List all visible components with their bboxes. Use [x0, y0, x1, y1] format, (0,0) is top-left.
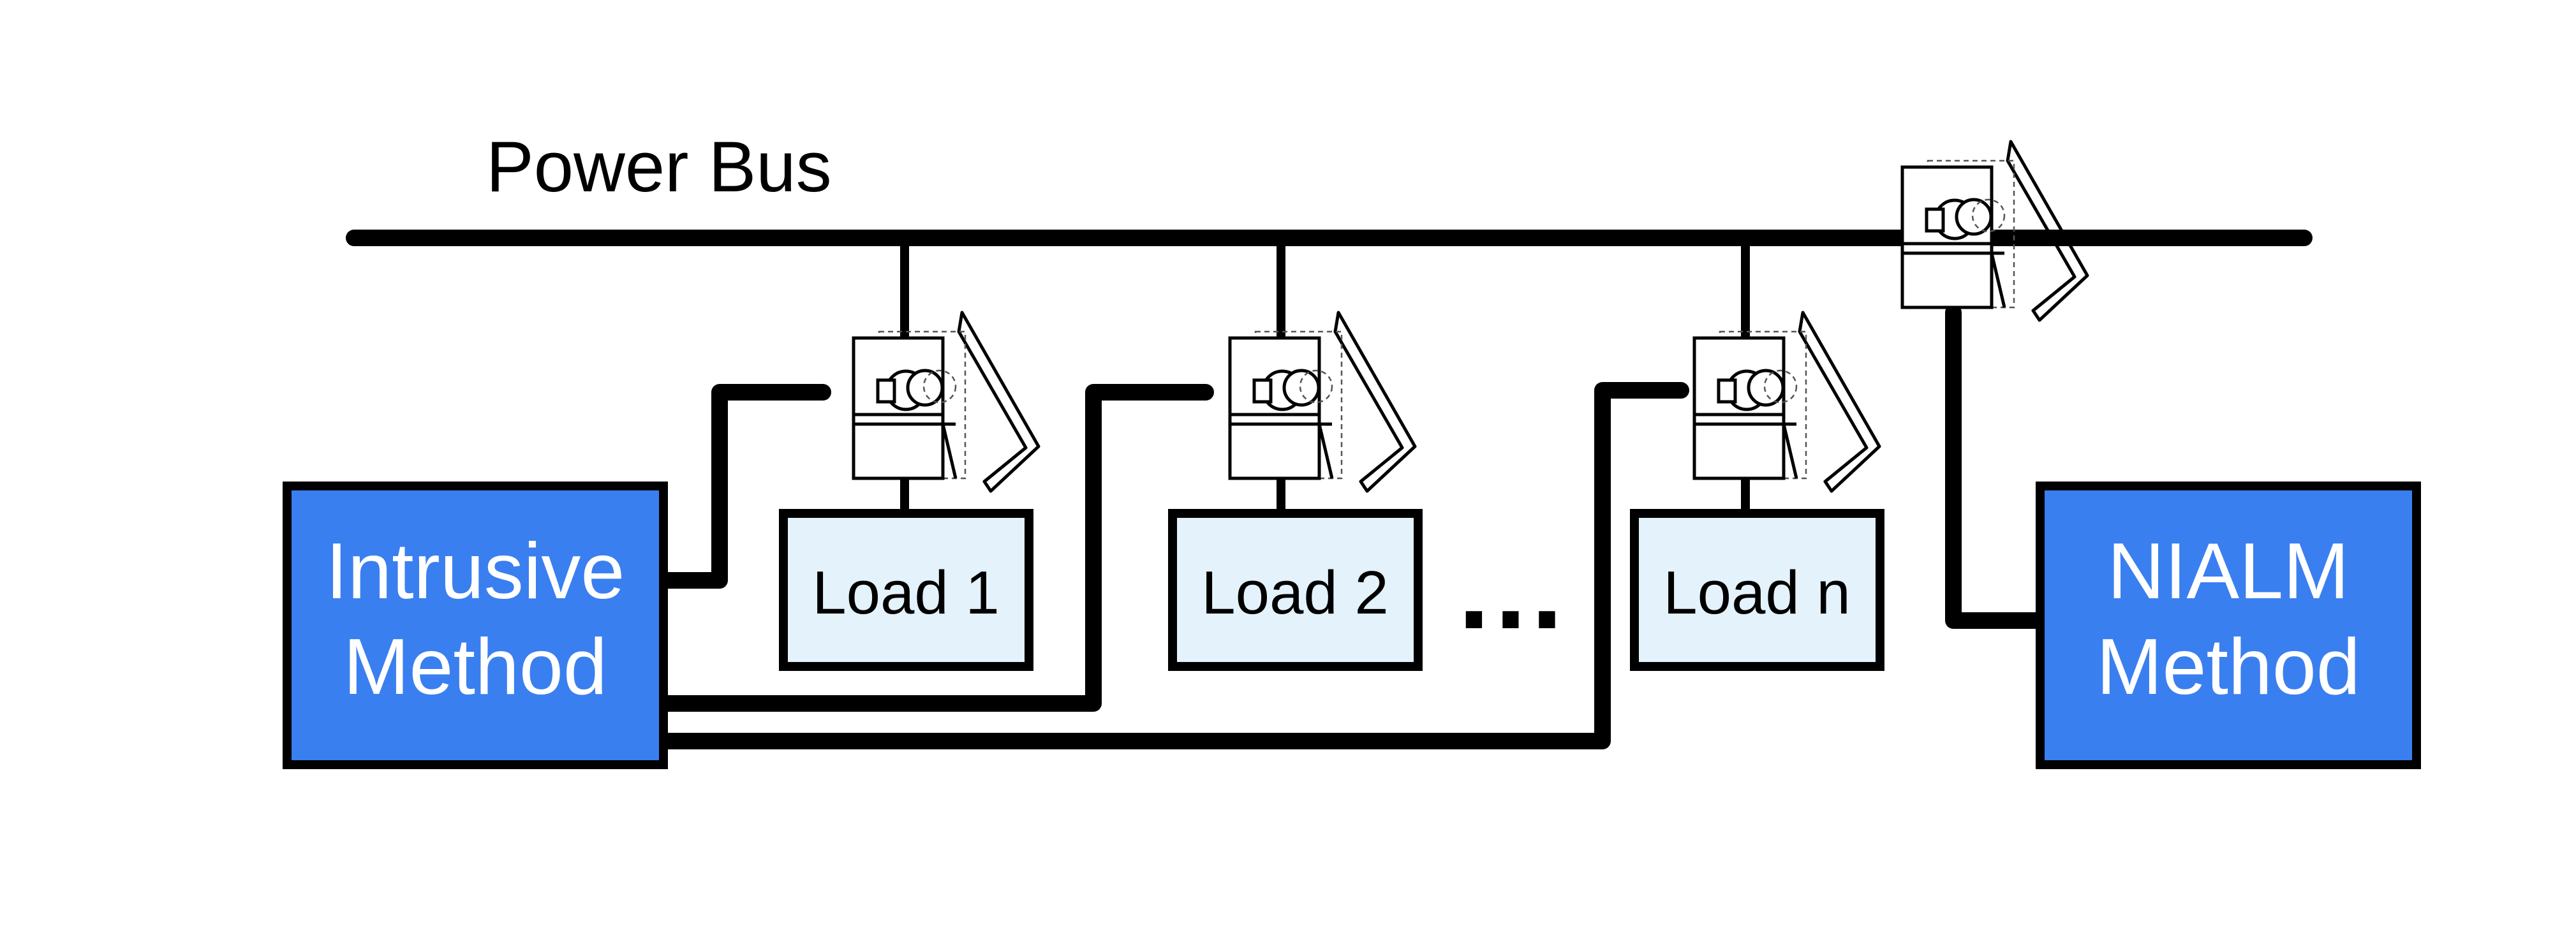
load-n-label: Load n — [1663, 559, 1851, 627]
clamp-sensor-icon — [1694, 313, 1879, 491]
load-ellipsis: … — [1453, 525, 1568, 653]
nialm-method-line1: NIALM — [2108, 527, 2350, 615]
nialm-method-rect — [2036, 482, 2421, 769]
load-n-rect — [1630, 509, 1884, 671]
nialm-method-box: NIALM Method — [2036, 482, 2421, 769]
intrusive-wire-load-n — [658, 382, 1689, 749]
intrusive-method-rect — [283, 482, 668, 769]
clamp-sensor-icon — [854, 313, 1039, 491]
nialm-method-line2: Method — [2096, 623, 2360, 711]
intrusive-wire-load-1 — [658, 384, 831, 589]
intrusive-method-line1: Intrusive — [326, 527, 625, 615]
power-bus-label: Power Bus — [486, 127, 832, 207]
load-2-label: Load 2 — [1201, 559, 1389, 627]
clamp-sensor-icon — [1230, 313, 1415, 491]
intrusive-method-box: Intrusive Method — [283, 482, 668, 769]
load-1-label: Load 1 — [812, 559, 1000, 627]
intrusive-wire-load-2 — [658, 384, 1214, 712]
load-box-n: Load n — [1630, 509, 1884, 671]
nialm-wire — [1945, 304, 2048, 629]
load-box-1: Load 1 — [779, 509, 1033, 671]
intrusive-method-line2: Method — [343, 623, 607, 711]
load-box-2: Load 2 — [1168, 509, 1423, 671]
load-1-rect — [779, 509, 1033, 671]
load-2-rect — [1168, 509, 1423, 671]
